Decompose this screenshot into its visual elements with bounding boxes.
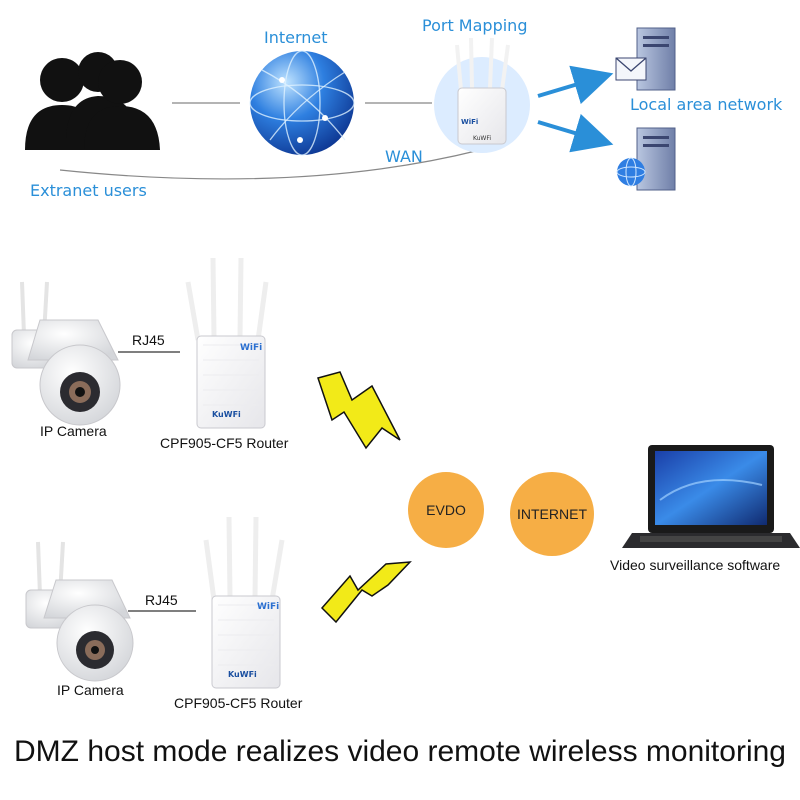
router-top-icon: KuWFi xyxy=(434,37,530,153)
laptop-icon xyxy=(622,445,800,548)
internet-bubble: INTERNET xyxy=(510,472,594,556)
router-top-logo: WiFi xyxy=(461,118,479,126)
internet-bubble-label: INTERNET xyxy=(517,506,587,522)
arrow-to-mail-server xyxy=(537,65,614,105)
router-1-logo: WiFi xyxy=(240,343,263,353)
laptop-label: Video surveillance software xyxy=(610,557,781,573)
router-2-label: CPF905-CF5 Router xyxy=(174,695,303,711)
evdo-label: EVDO xyxy=(426,502,466,518)
router-2-icon xyxy=(203,516,285,689)
mail-server-icon xyxy=(615,27,676,91)
diagram-caption: DMZ host mode realizes video remote wire… xyxy=(14,735,786,768)
internet-label: Internet xyxy=(264,28,328,47)
local-area-network-label: Local area network xyxy=(630,95,783,114)
extranet-users-label: Extranet users xyxy=(30,181,147,200)
wan-curve xyxy=(59,149,481,180)
lightning-bolt-2 xyxy=(320,561,412,624)
router-2-brand: KuWFi xyxy=(228,670,257,679)
router-1-icon xyxy=(185,257,269,429)
globe-icon xyxy=(249,50,355,156)
web-server-icon xyxy=(616,127,676,191)
lightning-bolt-1 xyxy=(317,371,401,450)
ip-camera-1-label: IP Camera xyxy=(40,423,107,439)
rj45-label-1: RJ45 xyxy=(132,332,165,348)
wan-label: WAN xyxy=(385,147,423,166)
router-1-brand: KuWFi xyxy=(212,410,241,419)
router-2-logo: WiFi xyxy=(257,602,280,612)
arrow-to-web-server xyxy=(537,113,614,153)
rj45-label-2: RJ45 xyxy=(145,592,178,608)
ip-camera-2-label: IP Camera xyxy=(57,682,124,698)
svg-text:KuWFi: KuWFi xyxy=(473,135,491,142)
router-1-label: CPF905-CF5 Router xyxy=(160,435,289,451)
users-icon xyxy=(25,52,160,150)
evdo-bubble: EVDO xyxy=(408,472,484,548)
ip-camera-1-icon xyxy=(11,281,121,426)
port-mapping-label: Port Mapping xyxy=(422,16,528,35)
ip-camera-2-icon xyxy=(25,541,134,682)
